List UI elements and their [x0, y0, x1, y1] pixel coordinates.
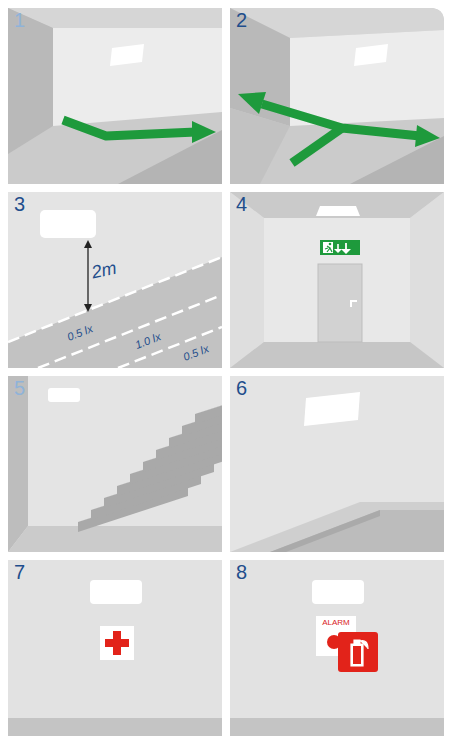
- drawing-rect: [48, 388, 80, 402]
- drawing-polygon: [192, 121, 216, 143]
- drawing-polygon: [270, 510, 380, 552]
- drawing-polygon: [230, 108, 290, 184]
- drawing-polygon: [84, 240, 92, 248]
- drawing-polygon: [230, 502, 444, 552]
- drawing-line: [87, 244, 88, 308]
- drawing-path: [325, 246, 332, 252]
- drawing-rect: [90, 580, 142, 604]
- drawing-polyline: [63, 120, 196, 136]
- drawing-polygon: [238, 92, 266, 114]
- panel-level-change: [230, 376, 444, 552]
- drawing-path: [351, 640, 368, 666]
- panel-number: 8: [236, 562, 247, 582]
- drawing-polygon: [195, 376, 222, 414]
- drawing-polygon: [410, 192, 444, 368]
- drawing-polygon: [230, 192, 264, 368]
- panel-exit: [230, 192, 444, 368]
- panel-number: 4: [236, 194, 247, 214]
- drawing-rect: [318, 264, 362, 342]
- panel-number: 2: [236, 10, 247, 30]
- panel-first-aid: [8, 560, 222, 736]
- drawing-rect: [264, 218, 410, 342]
- drawing-rect: [350, 300, 352, 307]
- drawing-rect: [105, 639, 129, 647]
- drawing-rect: [353, 646, 361, 664]
- drawing-polygon: [290, 30, 444, 126]
- drawing-rect: [230, 560, 444, 736]
- panel-illuminance: [8, 192, 222, 368]
- panel-junction: [230, 8, 444, 184]
- drawing-rect: [230, 718, 444, 736]
- drawing-polygon: [195, 378, 222, 424]
- drawing-rect: [230, 376, 444, 552]
- drawing-rect: [312, 580, 364, 604]
- drawing-polyline: [292, 128, 342, 163]
- panel-number: 7: [14, 562, 25, 582]
- drawing-polygon: [8, 257, 222, 368]
- drawing-rect: [320, 240, 360, 255]
- panel-stairs: [8, 376, 222, 552]
- drawing-polygon: [8, 526, 222, 552]
- panel-number: 3: [14, 194, 25, 214]
- drawing-polygon: [415, 125, 440, 147]
- drawing-polygon: [334, 249, 342, 253]
- panel-number: 5: [14, 378, 25, 398]
- drawing-rect: [8, 8, 222, 184]
- drawing-polygon: [8, 8, 53, 154]
- panel-corner: [8, 8, 222, 184]
- drawing-rect: [8, 718, 222, 736]
- stair-steps: [78, 376, 222, 532]
- drawing-polygon: [84, 304, 92, 312]
- drawing-rect: [8, 560, 222, 736]
- drawing-rect: [338, 632, 378, 672]
- drawing-polygon: [354, 44, 388, 66]
- drawing-polygon: [341, 249, 351, 254]
- panel-number: 6: [236, 378, 247, 398]
- drawing-polygon: [270, 510, 444, 552]
- drawing-rect: [40, 210, 96, 238]
- drawing-polygon: [53, 28, 222, 126]
- drawing-polygon: [304, 392, 360, 426]
- panel-number: 1: [14, 10, 25, 30]
- drawing-polygon: [110, 44, 144, 66]
- drawing-rect: [100, 626, 134, 660]
- drawing-polygon: [230, 342, 444, 368]
- panel-fire: [230, 560, 444, 736]
- drawing-rect: [230, 192, 444, 368]
- height-dimension: 2m: [90, 259, 118, 282]
- drawing-line: [118, 327, 222, 368]
- drawing-rect: [8, 192, 222, 368]
- drawing-line: [8, 257, 222, 342]
- drawing-polygon: [316, 206, 360, 216]
- drawing-circle: [329, 243, 332, 246]
- drawing-rect: [230, 8, 444, 184]
- drawing-polyline: [262, 104, 420, 136]
- drawing-polygon: [230, 192, 444, 218]
- drawing-rect: [323, 242, 333, 253]
- alarm-text: ALARM: [322, 619, 350, 627]
- drawing-line: [38, 295, 222, 368]
- drawing-polygon: [8, 376, 28, 552]
- drawing-polygon: [350, 136, 444, 184]
